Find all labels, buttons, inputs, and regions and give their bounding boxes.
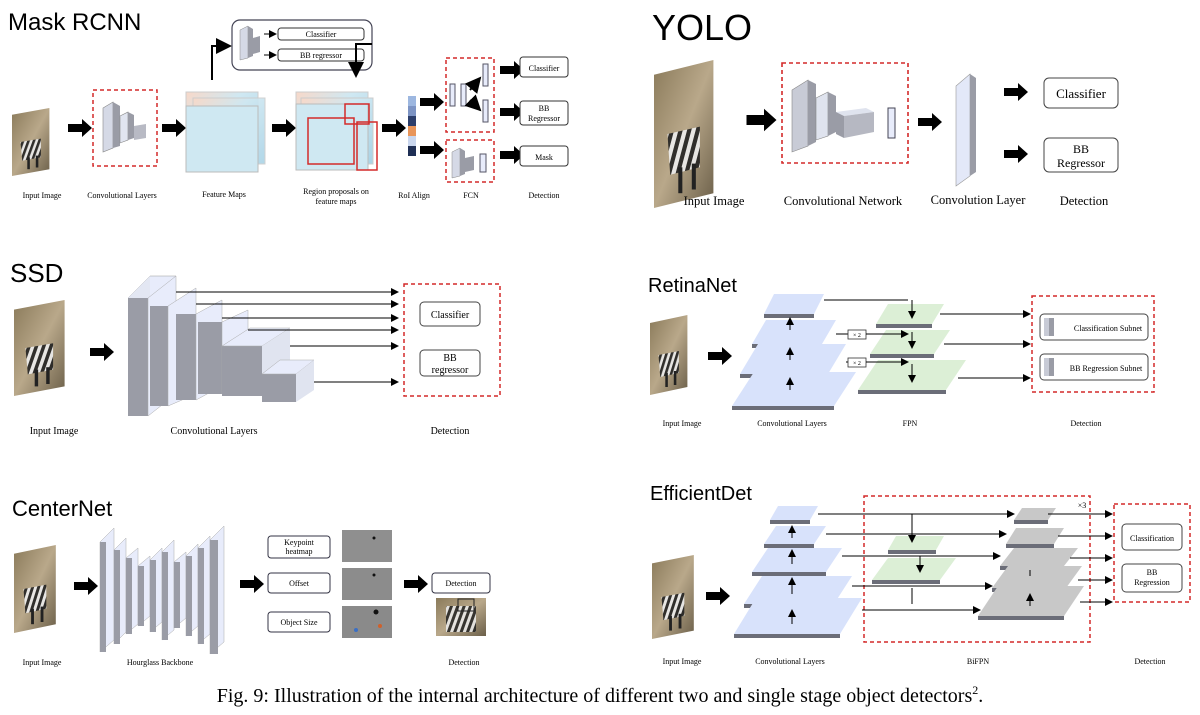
maskrcnn-fcn-bottom [445, 139, 495, 183]
efficientdet-repeat: ×3 [1078, 501, 1087, 510]
centernet-offset-img [342, 568, 392, 600]
efficientdet-out-bb: BB [1147, 568, 1158, 577]
maskrcnn-rpn-classifier: Classifier [306, 30, 337, 39]
ssd-label-input: Input Image [30, 426, 79, 437]
efficientdet-label-input: Input Image [663, 657, 702, 666]
ssd-detection-box [403, 283, 501, 397]
centernet-head-offset: Offset [289, 579, 310, 588]
ssd-out-regressor: regressor [432, 365, 469, 376]
centernet-head-size: Object Size [280, 618, 318, 627]
maskrcnn-label-fmaps: Feature Maps [202, 190, 246, 199]
efficientdet-label-detection: Detection [1134, 657, 1165, 666]
efficientdet-conv-pyramid [734, 506, 862, 638]
centernet-label-backbone: Hourglass Backbone [127, 658, 194, 667]
centernet-head-keypoint: Keypoint [284, 538, 315, 547]
centernet-size-img [342, 606, 392, 638]
caption-text: Fig. 9: Illustration of the internal arc… [217, 685, 973, 707]
retinanet-out-cls: Classification Subnet [1074, 324, 1143, 333]
ssd-out-classifier: Classifier [431, 310, 470, 321]
ssd-out-bb: BB [443, 353, 457, 364]
efficientdet-bifpn-box [863, 495, 1091, 643]
retinanet-fpn [858, 300, 966, 394]
centernet-heatmap-img [342, 530, 392, 562]
maskrcnn-label-conv: Convolutional Layers [87, 191, 157, 200]
efficientdet-label-bifpn: BiFPN [967, 657, 989, 666]
centernet-detection-box: Detection [445, 579, 476, 588]
maskrcnn-label-fcn: FCN [463, 191, 479, 200]
yolo-label-convlayer: Convolution Layer [931, 193, 1027, 207]
maskrcnn-label-roi: RoI Align [398, 191, 430, 200]
retinanet-upsample-2: × 2 [853, 361, 861, 367]
efficientdet-bifpn-grey [978, 508, 1084, 620]
centernet-head-heatmap: heatmap [285, 547, 312, 556]
efficientdet-input-image [652, 555, 694, 639]
ssd-title: SSD [10, 258, 63, 288]
yolo-out-regressor: Regressor [1057, 156, 1105, 170]
retinanet-title: RetinaNet [648, 275, 737, 297]
yolo-input-image [654, 60, 714, 208]
ssd-input-image [14, 300, 65, 396]
maskrcnn-label-rp1: Region proposals on [303, 187, 369, 196]
yolo-out-classifier: Classifier [1056, 86, 1106, 101]
yolo-label-detection: Detection [1060, 194, 1109, 208]
maskrcnn-out-bb: BB [539, 104, 550, 113]
maskrcnn-fcn-top [445, 57, 495, 133]
efficientdet-detection-box [1113, 503, 1191, 603]
yolo-title: YOLO [652, 7, 752, 48]
centernet-title: CenterNet [12, 496, 112, 521]
retinanet-label-detection: Detection [1070, 419, 1101, 428]
caption-superscript: 2 [972, 683, 978, 697]
maskrcnn-label-rp2: feature maps [315, 197, 356, 206]
maskrcnn-label-input: Input Image [23, 191, 62, 200]
yolo-label-input: Input Image [684, 194, 745, 208]
retinanet-out-bb: BB Regression Subnet [1070, 364, 1143, 373]
retinanet-label-conv: Convolutional Layers [757, 419, 827, 428]
retinanet-detection-box [1031, 295, 1155, 393]
retinanet-upsample-1: × 2 [853, 333, 861, 339]
retinanet-conv-pyramid [732, 294, 856, 410]
maskrcnn-label-detection: Detection [528, 191, 559, 200]
centernet-label-detection: Detection [448, 658, 479, 667]
efficientdet-title: EfficientDet [650, 483, 752, 505]
efficientdet-label-conv: Convolutional Layers [755, 657, 825, 666]
figure-caption: Fig. 9: Illustration of the internal arc… [217, 683, 984, 707]
retinanet-label-input: Input Image [663, 419, 702, 428]
retinanet-input-image [650, 315, 688, 395]
maskrcnn-conv-box [92, 89, 158, 167]
efficientdet-bifpn-green [872, 536, 956, 584]
efficientdet-out-reg: Regression [1134, 578, 1170, 587]
ssd-conv-layers [127, 275, 315, 417]
centernet-label-input: Input Image [23, 658, 62, 667]
maskrcnn-out-classifier: Classifier [529, 64, 560, 73]
yolo-label-convnet: Convolutional Network [784, 194, 903, 208]
maskrcnn-roi-align-bar [408, 96, 416, 156]
centernet-hourglass [99, 525, 225, 655]
maskrcnn-out-regressor: Regressor [528, 114, 560, 123]
ssd-label-conv: Convolutional Layers [171, 426, 258, 437]
yolo-convnet-box [781, 62, 909, 164]
maskrcnn-out-mask: Mask [535, 153, 553, 162]
yolo-out-bb: BB [1073, 142, 1089, 156]
caption-period: . [978, 685, 983, 707]
maskrcnn-rpn-bbregressor: BB regressor [300, 51, 342, 60]
retinanet-label-fpn: FPN [903, 419, 918, 428]
centernet-input-image [14, 545, 56, 633]
maskrcnn-title: Mask RCNN [8, 9, 141, 36]
ssd-label-detection: Detection [431, 426, 470, 437]
efficientdet-out-cls: Classification [1130, 534, 1174, 543]
maskrcnn-input-image [12, 108, 50, 176]
